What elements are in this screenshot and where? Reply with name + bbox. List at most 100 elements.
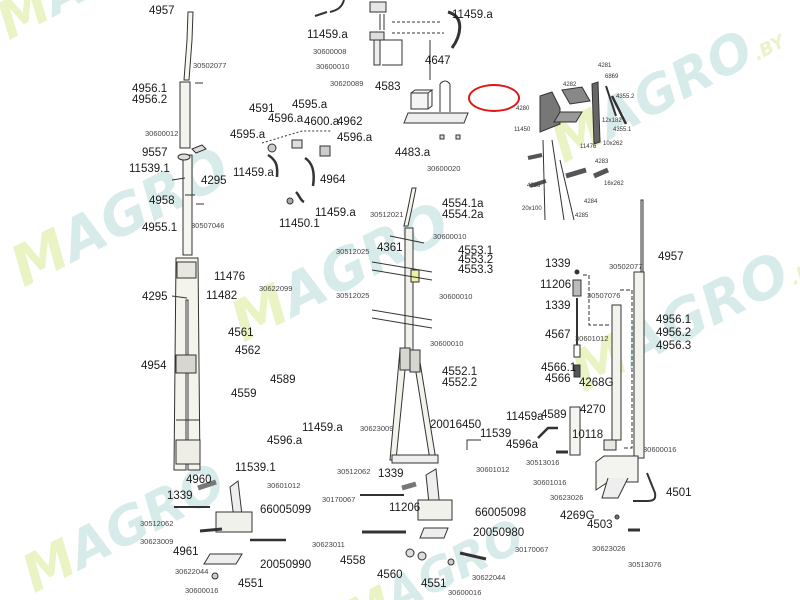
part-number-label[interactable]: 4560 <box>377 569 403 581</box>
part-number-label[interactable]: 30600008 <box>313 47 347 56</box>
part-number-label[interactable]: 4596.a <box>337 132 373 144</box>
part-number-label[interactable]: 4956.1 <box>132 83 168 95</box>
part-number-label[interactable]: 66005099 <box>260 504 312 516</box>
part-number-label[interactable]: 4561 <box>228 327 254 339</box>
part-number-label[interactable]: 4551 <box>421 578 447 590</box>
part-number-label[interactable]: 30512021 <box>370 210 404 219</box>
part-number-label[interactable]: 4501 <box>666 487 692 499</box>
part-number-label[interactable]: 30512062 <box>140 519 174 528</box>
part-number-label[interactable]: 11459a <box>506 411 544 423</box>
part-number-label[interactable]: 30502077 <box>609 262 643 271</box>
part-number-label[interactable]: 20050980 <box>473 527 525 539</box>
part-number-label[interactable]: 11450 <box>514 127 531 133</box>
part-number-label[interactable]: 30600010 <box>433 232 467 241</box>
part-number-label[interactable]: 4554.1a <box>442 198 484 210</box>
part-number-label[interactable]: 4591 <box>249 103 275 115</box>
part-number-label[interactable]: 4956.3 <box>656 340 692 352</box>
part-number-label[interactable]: 10x262 <box>603 141 623 147</box>
part-number-label[interactable]: 4285 <box>575 213 589 219</box>
part-number-label[interactable]: 30170067 <box>322 495 356 504</box>
part-number-label[interactable]: 11459.a <box>452 9 493 21</box>
part-number-label[interactable]: 4280 <box>516 106 530 112</box>
part-number-label[interactable]: 4483.a <box>395 147 431 159</box>
part-number-label[interactable]: 12x182 <box>602 118 622 124</box>
part-number-label[interactable]: 30512062 <box>337 467 371 476</box>
part-number-label[interactable]: 4269G <box>560 510 595 522</box>
part-number-label[interactable]: 30600016 <box>643 445 677 454</box>
part-number-label[interactable]: 4964 <box>320 174 346 186</box>
part-number-label[interactable]: 4962 <box>337 116 363 128</box>
part-number-label[interactable]: 4361 <box>377 242 403 254</box>
part-number-label[interactable]: 4284 <box>584 199 598 205</box>
part-number-label[interactable]: 11476 <box>214 271 246 283</box>
part-number-label[interactable]: 4282 <box>563 82 577 88</box>
part-number-label[interactable]: 1339 <box>167 490 193 502</box>
part-number-label[interactable]: 4355.1 <box>613 127 632 133</box>
part-number-label[interactable]: 30622044 <box>472 573 506 582</box>
part-number-label[interactable]: 4552.2 <box>442 377 478 389</box>
part-number-label[interactable]: 4956.2 <box>656 327 692 339</box>
part-number-label[interactable]: 4554.2a <box>442 209 484 221</box>
part-number-label[interactable]: 30600016 <box>185 586 219 595</box>
part-number-label[interactable]: 1339 <box>545 300 571 312</box>
part-number-label[interactable]: 4957 <box>658 251 684 263</box>
part-number-label[interactable]: 4589 <box>270 374 296 386</box>
part-number-label[interactable]: 30623009 <box>360 424 394 433</box>
part-number-label[interactable]: 30512025 <box>336 247 370 256</box>
part-number-label[interactable]: 1339 <box>545 258 571 270</box>
part-number-label[interactable]: 4961 <box>173 546 199 558</box>
part-number-label[interactable]: 30600010 <box>316 62 350 71</box>
part-number-label[interactable]: 4567 <box>545 329 571 341</box>
part-number-label[interactable]: 11459.a <box>302 422 343 434</box>
part-number-label[interactable]: 4295 <box>142 291 168 303</box>
part-number-label[interactable]: 11459.a <box>315 207 356 219</box>
part-number-label[interactable]: 11539 <box>480 428 512 440</box>
part-number-label[interactable]: 4960 <box>186 474 212 486</box>
part-number-label[interactable]: 16x262 <box>604 181 624 187</box>
part-number-label[interactable]: 4268G <box>579 377 614 389</box>
part-number-label[interactable]: 4589 <box>541 409 567 421</box>
part-number-label[interactable]: 30620089 <box>330 79 364 88</box>
part-number-label[interactable]: 4562 <box>235 345 261 357</box>
part-number-label[interactable]: 4956.1 <box>656 314 692 326</box>
part-number-label[interactable]: 4551 <box>238 578 264 590</box>
part-number-label[interactable]: 6869 <box>605 74 619 80</box>
part-number-label[interactable]: 30601016 <box>533 478 567 487</box>
part-number-label[interactable]: 30600010 <box>430 339 464 348</box>
part-number-label[interactable]: 4559 <box>231 388 257 400</box>
part-number-label[interactable]: 4647 <box>425 55 451 67</box>
part-number-label[interactable]: 30170067 <box>515 545 549 554</box>
part-number-label[interactable]: 4270 <box>580 404 606 416</box>
part-number-label[interactable]: 4566.1 <box>541 362 577 374</box>
part-number-label[interactable]: 11539.1 <box>235 462 276 474</box>
part-number-label[interactable]: 11206 <box>389 502 421 514</box>
part-number-label[interactable]: 4958 <box>149 195 175 207</box>
part-number-label[interactable]: 30507046 <box>191 221 225 230</box>
part-number-label[interactable]: 30601012 <box>575 334 609 343</box>
part-number-label[interactable]: 4355.2 <box>616 94 635 100</box>
part-number-label[interactable]: 30622099 <box>259 284 293 293</box>
part-number-label[interactable]: 30600016 <box>448 588 482 597</box>
part-number-label[interactable]: 30601012 <box>267 481 301 490</box>
part-number-label[interactable]: 11459.a <box>307 29 348 41</box>
part-number-label[interactable]: 30622044 <box>175 567 209 576</box>
part-number-label[interactable]: 4583 <box>375 81 401 93</box>
part-number-label[interactable]: 4596.a <box>268 113 304 125</box>
part-number-label[interactable]: 30513076 <box>628 560 662 569</box>
part-number-label[interactable]: 30513016 <box>526 458 560 467</box>
part-number-label[interactable]: 30623026 <box>592 544 626 553</box>
part-number-label[interactable]: 30600020 <box>427 164 461 173</box>
part-number-label[interactable]: 11459.a <box>233 167 274 179</box>
part-number-label[interactable]: 4596a <box>506 439 538 451</box>
part-number-label[interactable]: 4295 <box>201 175 227 187</box>
part-number-label[interactable]: 4553.1 <box>458 245 494 257</box>
part-number-label[interactable]: 4281 <box>598 63 612 69</box>
part-number-label[interactable]: 9557 <box>142 147 168 159</box>
part-number-label[interactable]: 30507076 <box>587 291 621 300</box>
part-number-label[interactable]: 30600010 <box>439 292 473 301</box>
part-number-label[interactable]: 4503 <box>587 519 613 531</box>
part-number-label[interactable]: 30623026 <box>550 493 584 502</box>
part-number-label[interactable]: 4566 <box>545 373 571 385</box>
part-number-label[interactable]: 30623009 <box>140 537 174 546</box>
part-number-label[interactable]: 11476 <box>580 144 597 150</box>
